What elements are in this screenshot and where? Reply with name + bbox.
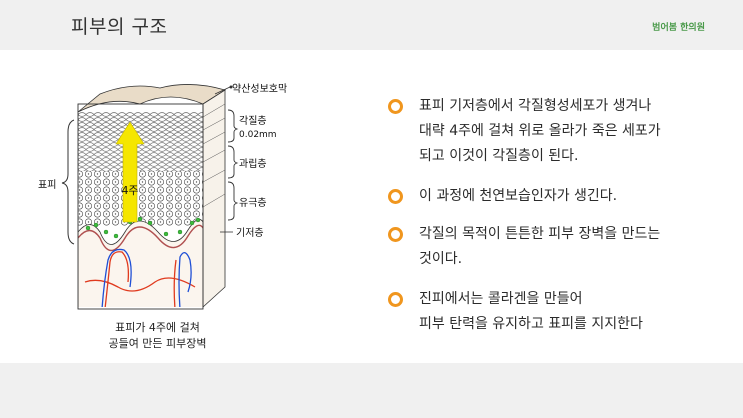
epidermis-label: 표피 <box>38 179 56 191</box>
bullet-circle-icon <box>388 292 403 307</box>
blood-vessel-red <box>84 277 196 292</box>
brand-name: 범어봄 한의원 <box>652 23 705 33</box>
caption-line-1: 표피가 4주에 걸쳐 <box>115 321 200 334</box>
bullet-circle-icon <box>388 227 403 242</box>
label-stratum-basale: 기저층 <box>236 227 264 239</box>
bullet-item: 표피 기저층에서 각질형성세포가 생겨나 대략 4주에 걸쳐 위로 올라가 죽은… <box>388 94 733 169</box>
bullet-circle-icon <box>388 99 403 114</box>
bullet-item: 각질의 목적이 튼튼한 피부 장벽을 만드는 것이다. <box>388 222 733 272</box>
skin-structure-illustration: 4주 표피 약산성보호막 각질층 0.02mm 과립층 유극층 기저층 <box>30 82 320 317</box>
arrow-text: 4주 <box>121 184 138 197</box>
footer-bar <box>0 363 743 418</box>
bullet-item: 진피에서는 콜라겐을 만들어 피부 탄력을 유지하고 표피를 지지한다 <box>388 287 733 337</box>
bullet-circle-icon <box>388 189 403 204</box>
upward-arrow-icon <box>115 121 145 223</box>
blood-vessel-blue <box>101 248 132 307</box>
bullet-item: 이 과정에 천연보습인자가 생긴다. <box>388 184 733 209</box>
label-stratum-spinosum: 유극층 <box>239 197 267 209</box>
label-acid-mantle: 약산성보호막 <box>232 83 287 95</box>
page-title: 피부의 구조 <box>71 16 168 38</box>
header-bar: 피부의 구조 범어봄 한의원 <box>0 0 743 50</box>
label-corneum-thickness: 0.02mm <box>239 130 277 140</box>
label-stratum-granulosum: 과립층 <box>239 157 267 170</box>
bullet-list: 표피 기저층에서 각질형성세포가 생겨나 대략 4주에 걸쳐 위로 올라가 죽은… <box>388 94 733 337</box>
label-stratum-corneum: 각질층 <box>239 115 267 127</box>
caption-line-2: 공들여 만든 피부장벽 <box>108 337 207 350</box>
figure-caption: 표피가 4주에 걸쳐 공들여 만든 피부장벽 <box>60 320 255 352</box>
